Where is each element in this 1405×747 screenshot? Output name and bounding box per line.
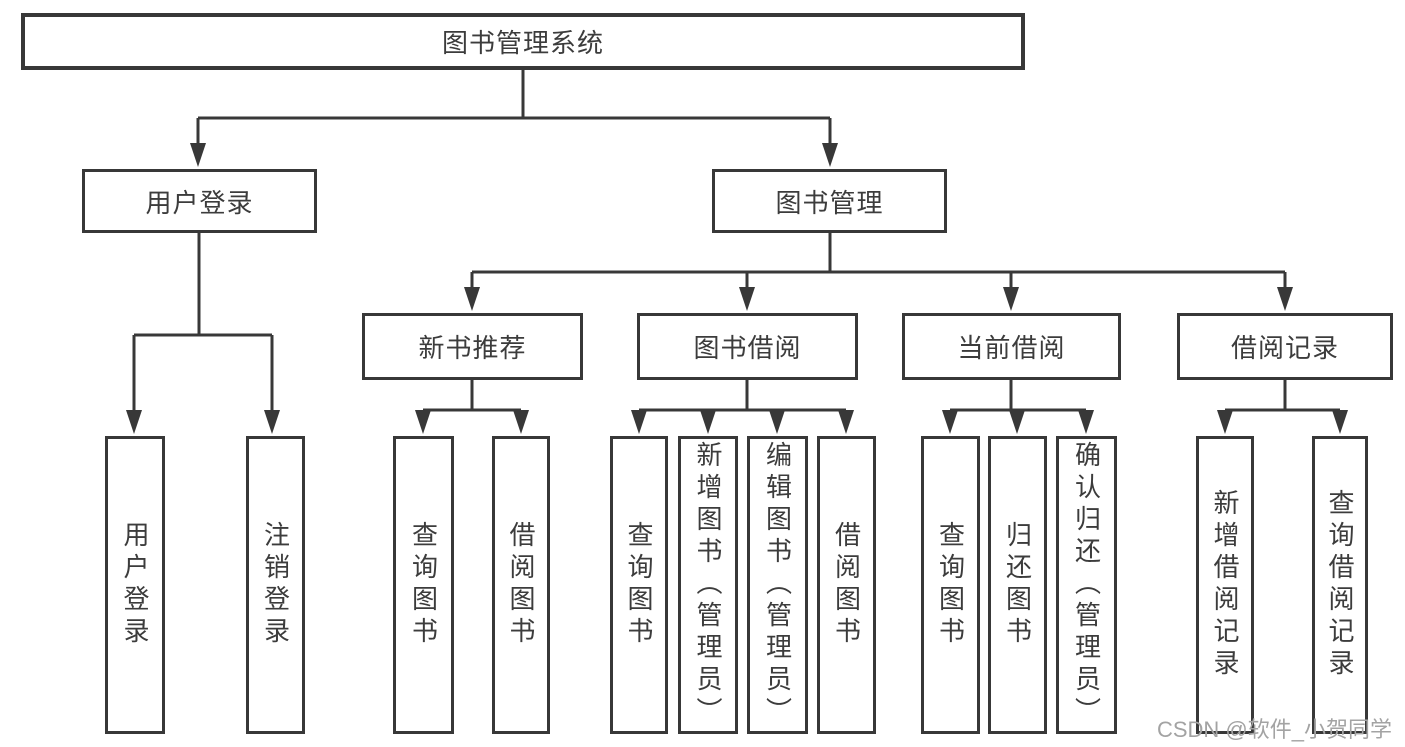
- leaf-borrow-books-recommend: 借阅图书: [492, 436, 550, 734]
- node-label: 用户登录: [120, 521, 150, 649]
- arrowhead-icon: [942, 410, 958, 434]
- node-label: 图书借阅: [693, 333, 802, 363]
- arrowhead-icon: [631, 410, 647, 434]
- node-library-system: 图书管理系统: [21, 13, 1025, 70]
- node-label: 借阅图书: [506, 521, 536, 649]
- leaf-user-login: 用户登录: [105, 436, 165, 734]
- node-label: 查询图书: [408, 521, 439, 649]
- arrowhead-icon: [1009, 410, 1025, 434]
- leaf-edit-book-admin: 编辑图书（管理员）: [747, 436, 808, 734]
- arrowhead-icon: [1332, 410, 1348, 434]
- node-label: 当前借阅: [957, 333, 1066, 363]
- arrowhead-icon: [1217, 410, 1233, 434]
- node-label: 注销登录: [260, 521, 291, 649]
- node-label: 归还图书: [1002, 521, 1033, 649]
- node-label: 新书推荐: [418, 333, 527, 363]
- leaf-return-books: 归还图书: [988, 436, 1047, 734]
- node-label: 新增借阅记录: [1210, 489, 1240, 681]
- node-new-book-recommend: 新书推荐: [362, 313, 583, 380]
- arrowhead-icon: [513, 410, 529, 434]
- node-label: 借阅记录: [1230, 333, 1339, 363]
- node-label: 用户登录: [145, 187, 254, 218]
- arrowheads-group: [126, 143, 1348, 434]
- arrowhead-icon: [769, 410, 785, 434]
- node-label: 编辑图书（管理员）: [762, 441, 793, 729]
- arrowhead-icon: [126, 410, 142, 434]
- leaf-logout: 注销登录: [246, 436, 305, 734]
- csdn-watermark: CSDN @软件_小贺同学: [1156, 717, 1392, 742]
- arrowhead-icon: [822, 143, 838, 167]
- leaf-borrow-books: 借阅图书: [817, 436, 876, 734]
- leaf-query-books-borrow: 查询图书: [610, 436, 668, 734]
- node-user-login-module: 用户登录: [82, 169, 317, 233]
- arrowhead-icon: [838, 410, 854, 434]
- node-current-borrow: 当前借阅: [902, 313, 1121, 380]
- arrowhead-icon: [415, 410, 431, 434]
- node-label: 图书管理系统: [441, 28, 604, 58]
- node-label: 新增图书（管理员）: [693, 441, 723, 729]
- node-label: 借阅图书: [831, 521, 862, 649]
- node-borrow-records: 借阅记录: [1177, 313, 1393, 380]
- node-label: 查询图书: [935, 521, 966, 649]
- node-label: 查询图书: [624, 521, 654, 649]
- leaf-add-borrow-record: 新增借阅记录: [1196, 436, 1254, 734]
- node-book-borrow: 图书借阅: [637, 313, 858, 380]
- arrowhead-icon: [700, 410, 716, 434]
- leaf-add-book-admin: 新增图书（管理员）: [678, 436, 738, 734]
- leaf-query-books-recommend: 查询图书: [393, 436, 454, 734]
- leaf-confirm-return-admin: 确认归还（管理员）: [1056, 436, 1117, 734]
- leaf-query-books-current: 查询图书: [921, 436, 980, 734]
- arrowhead-icon: [264, 410, 280, 434]
- node-label: 图书管理: [775, 187, 884, 218]
- node-book-management-module: 图书管理: [712, 169, 947, 233]
- arrowhead-icon: [1277, 287, 1293, 311]
- arrowhead-icon: [1003, 287, 1019, 311]
- arrowhead-icon: [1078, 410, 1094, 434]
- node-label: 查询借阅记录: [1325, 489, 1355, 681]
- arrowhead-icon: [464, 287, 480, 311]
- arrowhead-icon: [190, 143, 206, 167]
- leaf-query-borrow-record: 查询借阅记录: [1312, 436, 1368, 734]
- arrowhead-icon: [739, 287, 755, 311]
- node-label: 确认归还（管理员）: [1071, 441, 1102, 729]
